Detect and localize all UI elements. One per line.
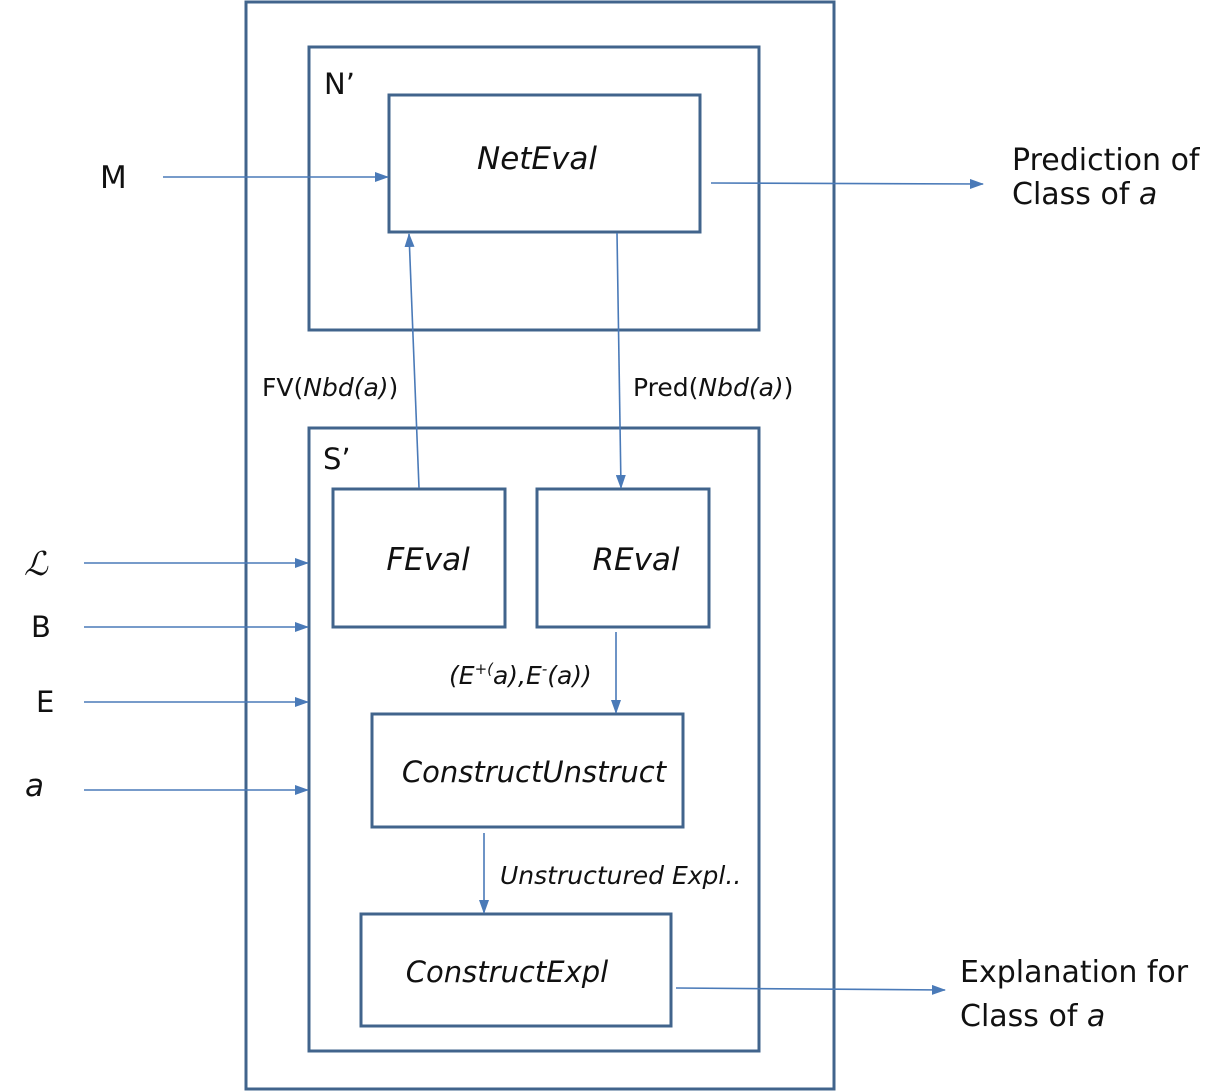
edge-label-sets-plus: +( bbox=[475, 660, 495, 678]
output-prediction-line2-prefix: Class of bbox=[1012, 177, 1139, 212]
input-a-label: a bbox=[25, 768, 44, 804]
edge-label-sets-open: (E bbox=[449, 661, 475, 690]
s-prime-label: S’ bbox=[323, 442, 351, 476]
arrow-f-eval-to-net-eval bbox=[404, 233, 420, 489]
r-eval-box bbox=[535, 487, 711, 629]
outer-system-box bbox=[244, 0, 836, 1091]
edge-label-pred-arg: Nbd(a) bbox=[698, 373, 783, 402]
input-b-label: B bbox=[31, 610, 51, 644]
n-prime-label: N’ bbox=[324, 67, 355, 101]
edge-label-fv-prefix: FV( bbox=[262, 373, 303, 402]
construct-expl-box bbox=[359, 912, 673, 1028]
edge-label-fv: FV(Nbd(a)) bbox=[262, 373, 398, 402]
output-prediction-var: a bbox=[1139, 177, 1157, 212]
output-explanation-label: Explanation for Class of a bbox=[960, 955, 1198, 1034]
output-prediction-line1: Prediction of bbox=[1012, 143, 1201, 178]
input-script-l-label: ℒ bbox=[24, 544, 49, 583]
edge-label-pred: Pred(Nbd(a)) bbox=[633, 373, 793, 402]
edge-label-sets-minus: - bbox=[542, 660, 547, 678]
edge-label-example-sets: (E+(a),E-(a)) bbox=[449, 660, 592, 690]
s-prime-container bbox=[307, 426, 761, 1053]
edge-label-fv-arg: Nbd(a) bbox=[303, 373, 388, 402]
construct-unstruct-box bbox=[370, 712, 685, 829]
arrow-net-eval-to-r-eval bbox=[615, 232, 626, 489]
n-prime-container bbox=[307, 45, 761, 332]
output-explanation-var: a bbox=[1087, 999, 1105, 1034]
net-eval-label: NetEval bbox=[477, 141, 597, 177]
edge-label-sets-close: (a)) bbox=[547, 661, 592, 690]
edge-label-fv-suffix: ) bbox=[389, 373, 399, 402]
output-explanation-line2-prefix: Class of bbox=[960, 999, 1087, 1034]
output-explanation-line1: Explanation for bbox=[960, 955, 1189, 990]
arrow-net-eval-to-prediction bbox=[710, 178, 984, 189]
net-eval-box bbox=[387, 93, 702, 234]
f-eval-label: FEval bbox=[386, 542, 470, 578]
edge-label-unstructured: Unstructured Expl.. bbox=[500, 861, 741, 890]
input-e-label: E bbox=[36, 685, 54, 719]
arrow-construct-expl-to-explanation bbox=[675, 984, 946, 995]
edge-label-pred-prefix: Pred( bbox=[633, 373, 698, 402]
edge-label-pred-suffix: ) bbox=[784, 373, 794, 402]
input-m-label: M bbox=[100, 160, 127, 196]
output-prediction-line2: Class of a bbox=[1012, 177, 1157, 212]
output-explanation-line2: Class of a bbox=[960, 999, 1105, 1034]
f-eval-box bbox=[331, 487, 507, 629]
output-prediction-label: Prediction of Class of a bbox=[1012, 143, 1209, 212]
construct-expl-label: ConstructExpl bbox=[406, 955, 608, 989]
r-eval-label: REval bbox=[592, 542, 679, 578]
edge-label-sets-mid: a),E bbox=[493, 661, 542, 690]
construct-unstruct-label: ConstructUnstruct bbox=[402, 755, 668, 789]
